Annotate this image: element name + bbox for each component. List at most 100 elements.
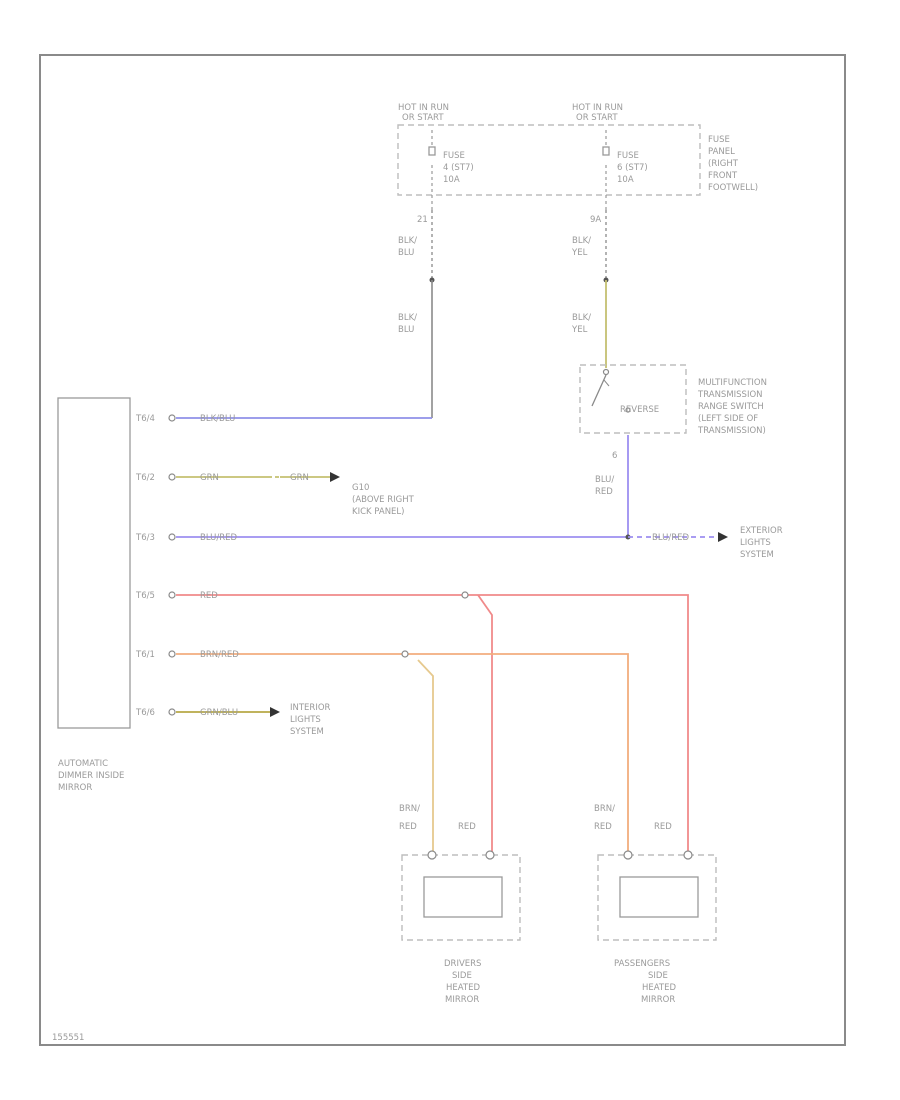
mirror-module	[57, 397, 131, 729]
wire-label-row-3b: BLU/RED	[652, 533, 690, 543]
connector-row-4: T6/5 RED	[135, 591, 689, 852]
range-switch-line-4: (LEFT SIDE OF	[698, 414, 758, 424]
passengers-mirror-element	[619, 876, 699, 918]
passengers-label-3: HEATED	[642, 983, 676, 993]
wire-label-blk-yel-2b: YEL	[571, 325, 588, 335]
ground-label-3: KICK PANEL)	[352, 507, 404, 517]
range-switch-pin: 6	[612, 451, 617, 461]
ground-label-2: (ABOVE RIGHT	[352, 495, 415, 505]
wire-label-blu-red-a: BLU/	[595, 475, 614, 485]
wire-label-blk-blu-1b: BLU	[398, 248, 414, 258]
passengers-label-4: MIRROR	[641, 995, 675, 1005]
connector-row-6: T6/6 GRN/BLU INTERIOR LIGHTS SYSTEM	[135, 703, 331, 737]
drivers-label-3: HEATED	[446, 983, 480, 993]
range-switch-line-1: MULTIFUNCTION	[698, 378, 767, 388]
wire-label-blk-blu-2a: BLK/	[398, 313, 417, 323]
pin-label-1: T6/4	[135, 414, 155, 424]
wire-label-blk-yel-1b: YEL	[571, 248, 588, 258]
fuse-panel-box	[397, 124, 701, 196]
mirror-module-line-2: DIMMER INSIDE	[58, 771, 124, 781]
fuse-6-pin: 9A	[590, 215, 601, 225]
fuse-6-label: FUSE	[617, 151, 639, 161]
wire-label-blk-yel-2a: BLK/	[572, 313, 591, 323]
wire-label-blu-red-b: RED	[595, 487, 613, 497]
mirror-module-line-3: MIRROR	[58, 783, 92, 793]
drivers-wire-brn-a: BRN/	[399, 804, 420, 814]
exterior-label-2: LIGHTS	[740, 538, 771, 548]
fuse-6: HOT IN RUN OR START FUSE 6 (ST7) 10A 9A …	[571, 103, 648, 335]
pin-2	[168, 473, 176, 481]
wire-red-passenger	[176, 594, 689, 852]
wire-label-blk-blu-1a: BLK/	[398, 236, 417, 246]
pin-5	[168, 650, 176, 658]
drivers-mirror-box	[401, 854, 521, 941]
passengers-label-2: SIDE	[648, 971, 668, 981]
connector-row-2: T6/2 GRN GRN G10 (ABOVE RIGHT KICK PANEL…	[135, 472, 415, 517]
pin-label-6: T6/6	[135, 708, 155, 718]
or-start-label-right: OR START	[576, 113, 618, 123]
wire-brn-red-driver	[417, 659, 434, 852]
range-switch-line-2: TRANSMISSION	[697, 390, 763, 400]
fuse-4-label: FUSE	[443, 151, 465, 161]
drivers-label-1: DRIVERS	[444, 959, 481, 969]
hot-in-run-label-right: HOT IN RUN	[572, 103, 623, 113]
switch-blade	[591, 374, 607, 407]
reverse-label: REVERSE	[620, 405, 659, 415]
fuse-4-symbol	[428, 146, 436, 156]
fuse-panel-line-4: FRONT	[708, 171, 738, 181]
drivers-mirror-element	[423, 876, 503, 918]
fuse-panel-line-1: FUSE	[708, 135, 730, 145]
splice-red	[461, 591, 469, 599]
passengers-mirror-pin-2	[683, 850, 693, 860]
wire-label-row-4: RED	[200, 591, 218, 601]
fuse-4: HOT IN RUN OR START FUSE 4 (ST7) 10A 21 …	[398, 103, 474, 335]
fuse-6-rating: 10A	[617, 175, 634, 185]
drivers-heated-mirror: BRN/ RED RED DRIVERS SIDE HEATED MIRROR	[399, 804, 521, 1005]
fuse-6-location: 6 (ST7)	[617, 163, 648, 173]
diagram-code: 155551	[52, 1033, 84, 1043]
passengers-wire-brn-b: RED	[594, 822, 612, 832]
wire-label-blk-blu-2b: BLU	[398, 325, 414, 335]
mirror-module-line-1: AUTOMATIC	[58, 759, 108, 769]
pin-label-2: T6/2	[135, 473, 155, 483]
wire-label-row-1: BLK/BLU	[200, 414, 235, 424]
connector-row-3: T6/3 BLU/RED BLU/RED EXTERIOR LIGHTS SYS…	[135, 526, 783, 560]
range-switch: REVERSE MULTIFUNCTION TRANSMISSION RANGE…	[579, 364, 767, 497]
drivers-mirror-pin-1	[427, 850, 437, 860]
passengers-label-1: PASSENGERS	[614, 959, 670, 969]
interior-label-3: SYSTEM	[290, 727, 324, 737]
interior-arrow	[270, 707, 280, 717]
interior-label-1: INTERIOR	[290, 703, 331, 713]
fuse-4-location: 4 (ST7)	[443, 163, 474, 173]
passengers-wire-brn-a: BRN/	[594, 804, 615, 814]
pin-label-5: T6/1	[135, 650, 155, 660]
drivers-wire-red: RED	[458, 822, 476, 832]
diagram-frame	[39, 54, 846, 1046]
fuse-panel-line-2: PANEL	[708, 147, 735, 157]
range-switch-contact-bottom	[625, 407, 631, 413]
wire-brn-red-passenger	[176, 653, 629, 852]
fuse-panel-line-3: (RIGHT	[708, 159, 739, 169]
exterior-label-3: SYSTEM	[740, 550, 774, 560]
drivers-wire-brn-b: RED	[399, 822, 417, 832]
connector-row-1: T6/4 BLK/BLU	[135, 414, 432, 424]
passengers-mirror-pin-1	[623, 850, 633, 860]
exterior-arrow	[718, 532, 728, 542]
ground-arrow	[330, 472, 340, 482]
fuse-6-symbol	[602, 146, 610, 156]
range-switch-line-5: TRANSMISSION)	[697, 426, 766, 436]
connector-row-5: T6/1 BRN/RED	[135, 650, 629, 852]
pin-label-3: T6/3	[135, 533, 155, 543]
passengers-wire-red: RED	[654, 822, 672, 832]
pin-label-4: T6/5	[135, 591, 155, 601]
wire-red-driver	[477, 594, 493, 852]
pin-4	[168, 591, 176, 599]
fuse-4-pin: 21	[417, 215, 428, 225]
ground-label-1: G10	[352, 483, 369, 493]
wire-label-row-6: GRN/BLU	[200, 708, 238, 718]
range-switch-box	[579, 364, 687, 434]
splice-brn-red	[401, 650, 409, 658]
wire-label-blk-yel-1a: BLK/	[572, 236, 591, 246]
or-start-label-left: OR START	[402, 113, 444, 123]
